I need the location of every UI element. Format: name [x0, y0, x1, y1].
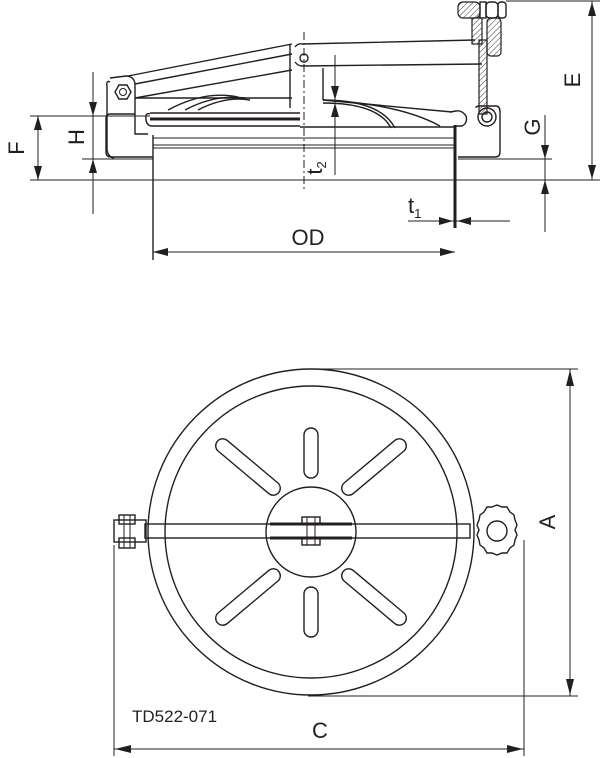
- dim-label-od: OD: [292, 225, 325, 250]
- slot: [215, 568, 281, 626]
- eye-bolt: [477, 107, 497, 127]
- dim-label-a: A: [535, 514, 560, 529]
- dim-label-c: C: [312, 718, 328, 743]
- handwheel-nut: [485, 1, 499, 19]
- dim-label-h: H: [64, 129, 89, 145]
- dim-label-t1: t1: [408, 193, 421, 221]
- dim-label-g: G: [520, 118, 545, 135]
- handwheel: [457, 1, 481, 19]
- centre-nut: [301, 516, 321, 525]
- side-view: F H t2 t1 OD G E: [4, 0, 600, 260]
- slot: [303, 427, 319, 479]
- slot: [341, 568, 407, 626]
- drawing-code: TD522-071: [132, 707, 217, 726]
- outer-flange: [147, 368, 475, 696]
- cover-rim-right: [449, 110, 468, 127]
- slot: [215, 438, 281, 496]
- hinge-arm: [127, 43, 293, 77]
- top-view: A C TD522-071: [113, 368, 578, 756]
- centre-boss: [265, 486, 357, 578]
- handwheel-top-icon: [476, 504, 518, 556]
- cover-slots: [215, 427, 407, 638]
- inner-cover: [164, 385, 458, 679]
- slot: [303, 586, 319, 638]
- clamp-bolt: [478, 39, 488, 115]
- cover-rim-left: [145, 112, 300, 127]
- hinge-nut-icon: [114, 84, 132, 100]
- crossbar: [294, 39, 476, 48]
- dim-label-t2: t2: [302, 161, 329, 174]
- hinge-bracket: [106, 80, 115, 159]
- dim-label-f: F: [4, 141, 29, 154]
- dim-label-e: E: [560, 73, 585, 88]
- slot: [341, 438, 407, 496]
